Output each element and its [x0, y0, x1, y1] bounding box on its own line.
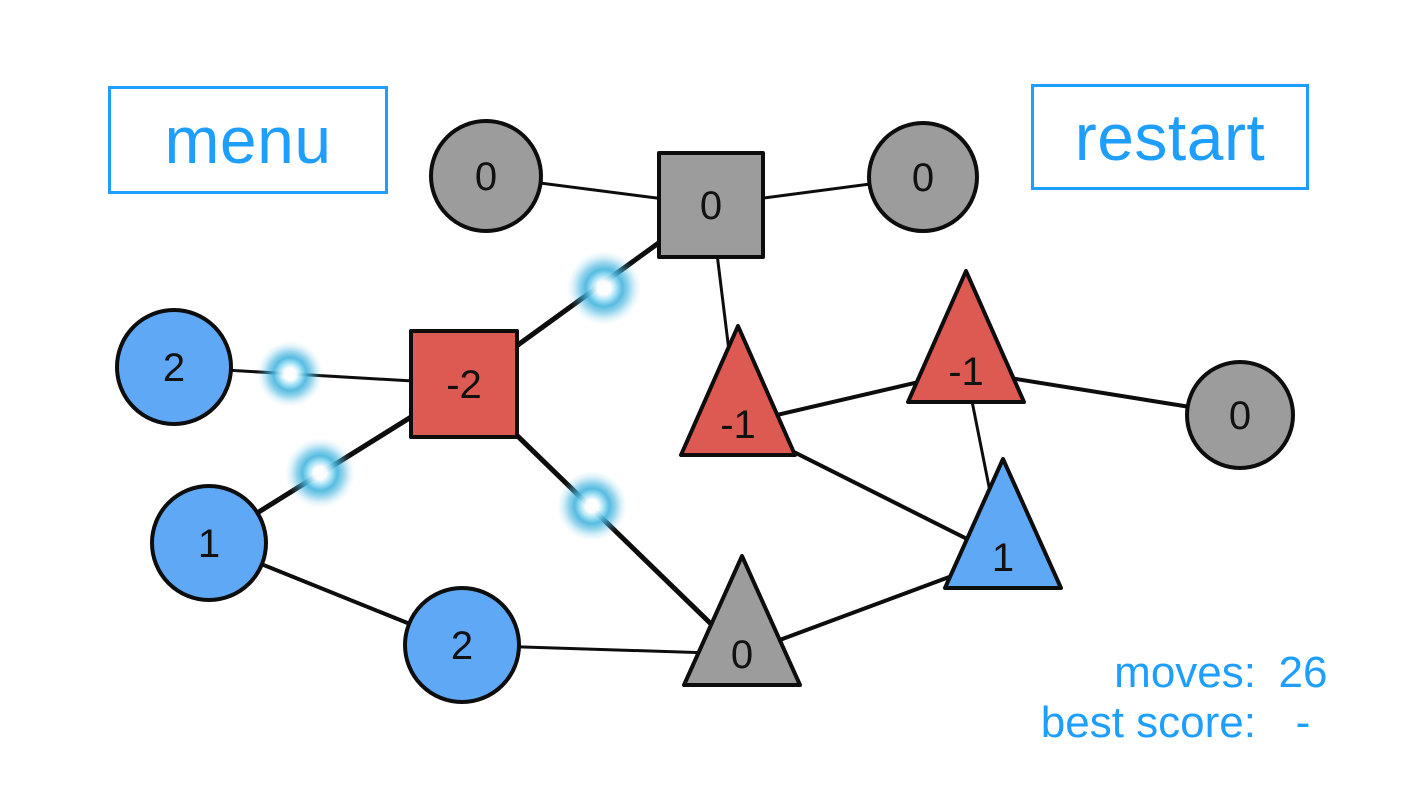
graph-node-triangle[interactable]: 1: [943, 457, 1063, 590]
node-shape: [403, 586, 521, 704]
node-shape: [682, 554, 802, 687]
moves-label: moves:: [1114, 647, 1256, 697]
graph-node-circle[interactable]: 2: [403, 586, 521, 704]
graph-node-square[interactable]: 0: [657, 151, 765, 259]
graph-node-circle[interactable]: 0: [429, 119, 543, 233]
best-score-label: best score:: [1040, 697, 1256, 747]
edge-glow-marker[interactable]: [567, 251, 641, 325]
node-shape: [657, 151, 765, 259]
glow-markers-layer: [257, 251, 641, 541]
graph-node-triangle[interactable]: -1: [679, 324, 797, 457]
node-shape: [943, 457, 1063, 590]
edge-glow-marker[interactable]: [257, 341, 323, 407]
edge-glow-marker[interactable]: [285, 438, 355, 508]
node-shape: [409, 329, 519, 439]
node-shape: [906, 269, 1026, 404]
graph-node-circle[interactable]: 0: [1185, 360, 1295, 470]
graph-node-circle[interactable]: 0: [867, 121, 979, 233]
node-shape: [679, 324, 797, 457]
node-shape: [115, 308, 233, 426]
score-panel: moves: 26 best score: -: [1041, 648, 1336, 748]
edge-glow-marker[interactable]: [557, 471, 627, 541]
graph-node-triangle[interactable]: 0: [682, 554, 802, 687]
graph-node-circle[interactable]: 1: [150, 484, 268, 602]
best-score-value: -: [1295, 697, 1311, 747]
best-score-row: best score: -: [1041, 698, 1336, 748]
node-shape: [150, 484, 268, 602]
moves-value: 26: [1278, 647, 1328, 697]
graph-node-triangle[interactable]: -1: [906, 269, 1026, 404]
node-shape: [429, 119, 543, 233]
graph-node-square[interactable]: -2: [409, 329, 519, 439]
moves-row: moves: 26: [1041, 648, 1336, 698]
graph-node-circle[interactable]: 2: [115, 308, 233, 426]
node-shape: [1185, 360, 1295, 470]
node-shape: [867, 121, 979, 233]
restart-button[interactable]: restart: [1031, 84, 1309, 190]
menu-button[interactable]: menu: [108, 86, 388, 194]
